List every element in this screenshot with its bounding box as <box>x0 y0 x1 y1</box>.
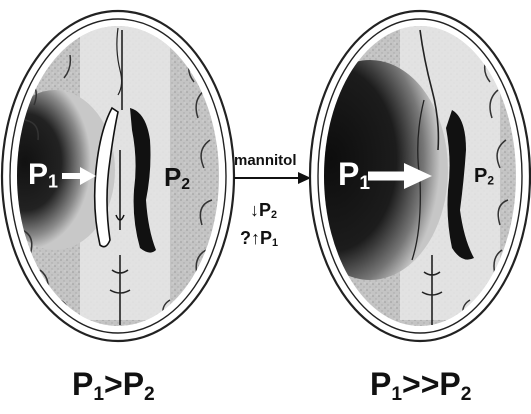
left-p2-sub: 2 <box>181 176 190 193</box>
p1-increase-line: ?↑P1 <box>240 228 278 249</box>
right-caption: P1>>P2 <box>370 368 471 404</box>
left-caption-p2: P <box>123 366 144 402</box>
p1-increase-sub: 1 <box>272 237 278 249</box>
right-p2-label: P2 <box>474 166 494 186</box>
right-p1-label: P1 <box>338 158 370 193</box>
right-p2-sub: 2 <box>487 173 494 187</box>
up-arrow-icon: ↑ <box>251 228 260 248</box>
mannitol-label: mannitol <box>234 152 297 169</box>
right-caption-p1: P <box>370 366 391 402</box>
right-p2-letter: P <box>474 165 487 187</box>
p2-decrease-sub: 2 <box>271 209 277 221</box>
right-caption-p1-sub: 1 <box>391 384 402 405</box>
left-p2-label: P2 <box>164 164 190 193</box>
p2-decrease-letter: P <box>259 200 271 220</box>
middle-transition <box>234 172 311 184</box>
right-p1-sub: 1 <box>359 173 370 194</box>
down-arrow-icon: ↓ <box>250 200 259 220</box>
right-p1-letter: P <box>338 156 359 192</box>
right-caption-p2: P <box>439 366 460 402</box>
question-mark: ? <box>240 228 251 248</box>
left-p1-label: P1 <box>28 160 58 191</box>
right-caption-p2-sub: 2 <box>461 384 472 405</box>
left-caption-p1: P <box>72 366 93 402</box>
right-caption-operator: >> <box>402 366 439 402</box>
p1-increase-letter: P <box>260 228 272 248</box>
left-p2-letter: P <box>164 162 181 192</box>
p2-decrease-line: ↓P2 <box>250 200 277 221</box>
left-caption-p1-sub: 1 <box>93 384 104 405</box>
left-p1-letter: P <box>28 158 48 191</box>
right-brain <box>292 0 531 360</box>
left-caption-p2-sub: 2 <box>144 384 155 405</box>
left-caption: P1>P2 <box>72 368 155 404</box>
left-p1-sub: 1 <box>48 172 58 192</box>
left-caption-operator: > <box>104 366 123 402</box>
